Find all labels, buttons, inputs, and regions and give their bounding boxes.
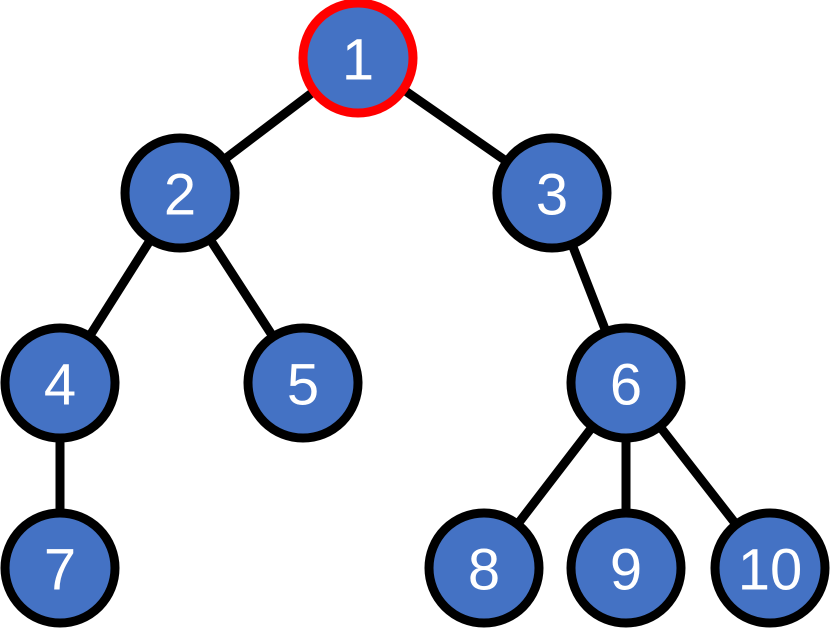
edges-layer xyxy=(55,54,774,571)
tree-node-8[interactable]: 8 xyxy=(424,508,544,628)
tree-node-10[interactable]: 10 xyxy=(710,508,830,628)
node-circle-5[interactable] xyxy=(243,323,363,443)
tree-node-9[interactable]: 9 xyxy=(566,508,686,628)
node-circle-4[interactable] xyxy=(0,323,120,443)
node-circle-1[interactable] xyxy=(298,0,418,118)
tree-node-6[interactable]: 6 xyxy=(566,323,686,443)
tree-node-4[interactable]: 4 xyxy=(0,323,120,443)
tree-node-5[interactable]: 5 xyxy=(243,323,363,443)
tree-node-3[interactable]: 3 xyxy=(492,133,612,253)
tree-node-1[interactable]: 1 xyxy=(298,0,418,118)
node-circle-7[interactable] xyxy=(0,508,120,628)
tree-node-7[interactable]: 7 xyxy=(0,508,120,628)
node-circle-9[interactable] xyxy=(566,508,686,628)
node-circle-8[interactable] xyxy=(424,508,544,628)
node-circle-3[interactable] xyxy=(492,133,612,253)
node-circle-10[interactable] xyxy=(710,508,830,628)
node-circle-6[interactable] xyxy=(566,323,686,443)
tree-node-2[interactable]: 2 xyxy=(120,133,240,253)
node-circle-2[interactable] xyxy=(120,133,240,253)
